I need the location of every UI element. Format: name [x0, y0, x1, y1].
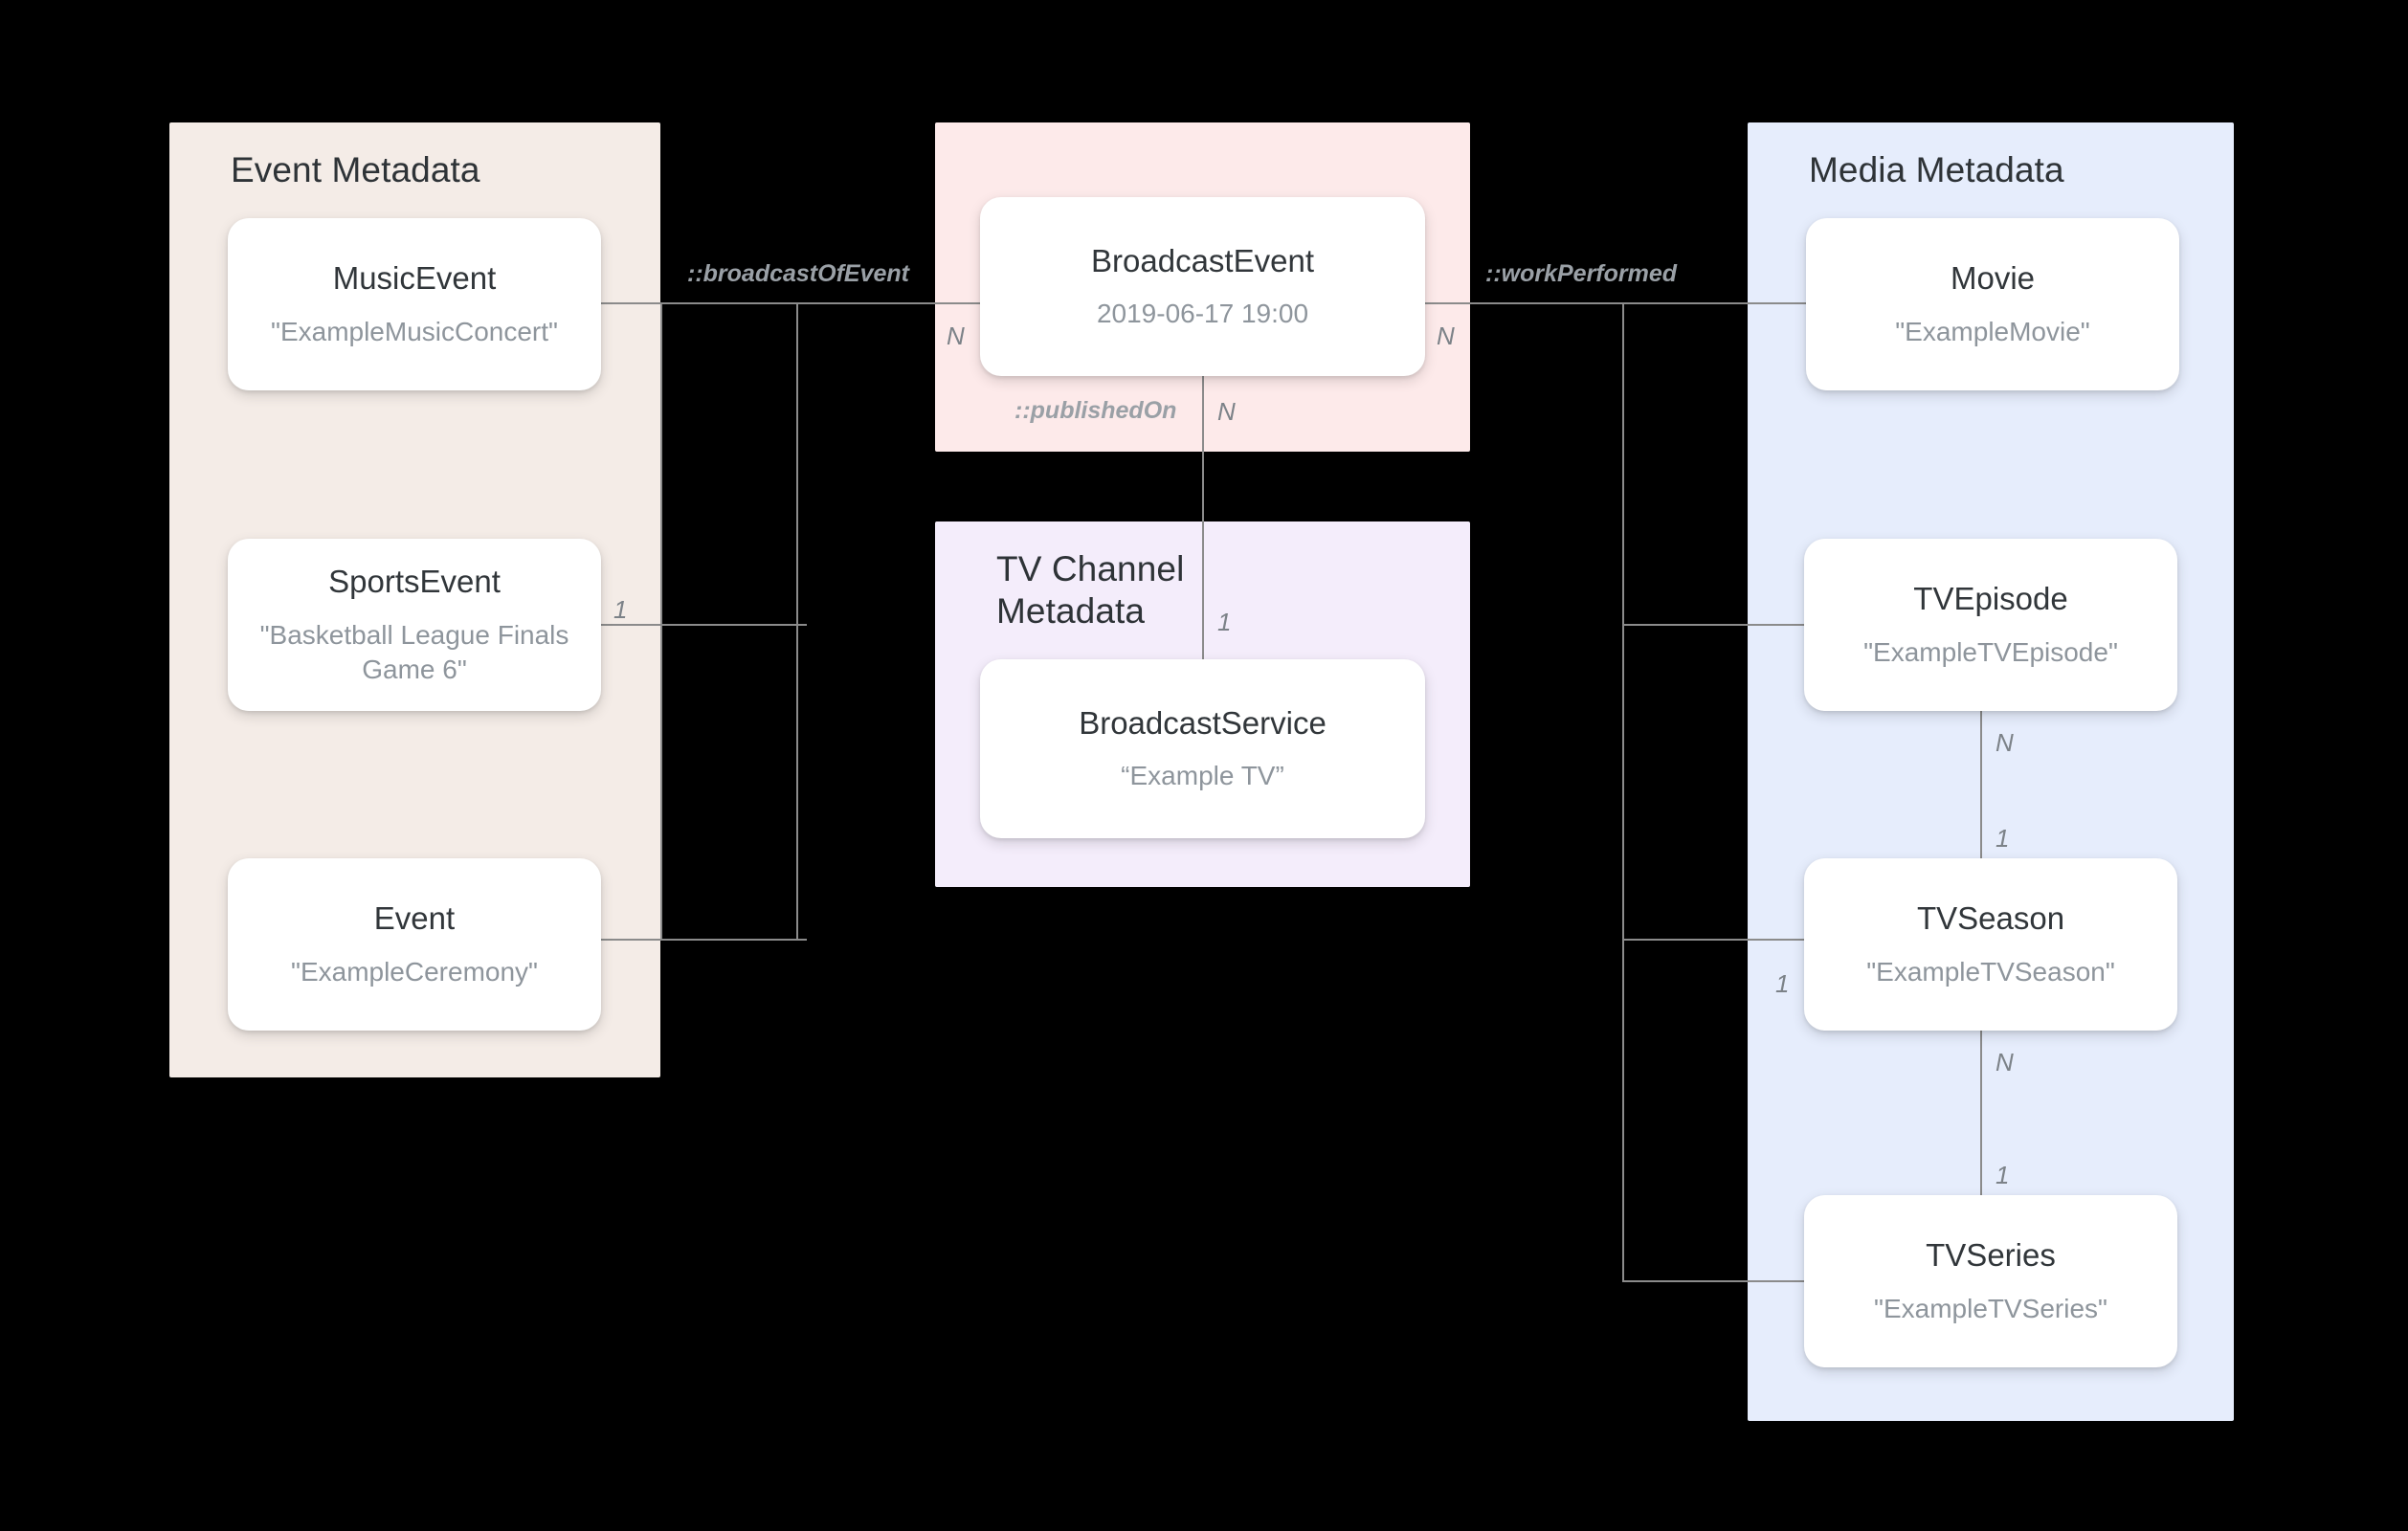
cardinality-card-tv-season-left-1: 1: [1775, 969, 1790, 998]
node-tv-season[interactable]: TVSeason "ExampleTVSeason": [1804, 858, 2177, 1031]
edge-season-series: [1980, 1031, 1982, 1195]
edge-event-to-bus: [601, 939, 807, 941]
node-value-sports-event: "Basketball League Finals Game 6": [259, 619, 569, 684]
node-value-music-event: "ExampleMusicConcert": [271, 316, 558, 346]
cardinality-card-tv-season-n: N: [1996, 1048, 2014, 1076]
node-music-event[interactable]: MusicEvent "ExampleMusicConcert": [228, 218, 601, 390]
node-sports-event[interactable]: SportsEvent "Basketball League Finals Gam…: [228, 539, 601, 711]
node-title-movie: Movie: [1950, 260, 2036, 297]
node-value-movie: "ExampleMovie": [1895, 316, 2090, 346]
cardinality-card-sports-event: 1: [613, 595, 628, 624]
node-title-tv-season: TVSeason: [1916, 900, 2065, 937]
edge-bus-to-episode: [1622, 624, 1806, 626]
edge-left-bus-b: [796, 302, 798, 939]
node-movie[interactable]: Movie "ExampleMovie": [1806, 218, 2179, 390]
node-title-tv-episode: TVEpisode: [1913, 581, 2068, 617]
edge-music-to-bus: [601, 302, 807, 304]
node-broadcast-service[interactable]: BroadcastService “Example TV”: [980, 659, 1425, 838]
edge-sports-to-bus: [601, 624, 807, 626]
node-event[interactable]: Event "ExampleCeremony": [228, 858, 601, 1031]
node-tv-series[interactable]: TVSeries "ExampleTVSeries": [1804, 1195, 2177, 1367]
cardinality-card-tv-episode-n: N: [1996, 728, 2014, 757]
node-title-tv-series: TVSeries: [1926, 1237, 2056, 1274]
edge-published-v: [1202, 376, 1204, 659]
relationship-label-work-performed: ::workPerformed: [1485, 260, 1678, 287]
cardinality-card-broadcast-event-left: N: [947, 322, 965, 350]
node-broadcast-event[interactable]: BroadcastEvent 2019-06-17 19:00: [980, 197, 1425, 376]
node-title-broadcast-event: BroadcastEvent: [1091, 242, 1314, 278]
cardinality-card-tv-series-1: 1: [1996, 1161, 2010, 1189]
cardinality-card-broadcast-service: 1: [1217, 608, 1232, 636]
node-title-sports-event: SportsEvent: [328, 564, 501, 600]
edge-right-bus: [1622, 302, 1624, 1280]
node-title-broadcast-service: BroadcastService: [1079, 704, 1327, 741]
edge-left-bus-a: [660, 302, 662, 939]
panel-title-tv-channel-metadata: TV Channel Metadata: [996, 549, 1185, 631]
edge-bus-to-broadcast: [796, 302, 983, 304]
node-tv-episode[interactable]: TVEpisode "ExampleTVEpisode": [1804, 539, 2177, 711]
node-value-tv-series: "ExampleTVSeries": [1874, 1293, 2107, 1323]
cardinality-card-tv-season-1: 1: [1996, 824, 2010, 853]
cardinality-card-broadcast-event-bottom: N: [1217, 397, 1236, 426]
node-value-tv-season: "ExampleTVSeason": [1866, 956, 2115, 987]
edge-episode-season: [1980, 711, 1982, 858]
node-value-broadcast-event: 2019-06-17 19:00: [1096, 299, 1309, 329]
edge-broadcast-to-right: [1425, 302, 1808, 304]
panel-title-event-metadata: Event Metadata: [231, 150, 480, 189]
cardinality-card-broadcast-event-right: N: [1437, 322, 1455, 350]
edge-bus-to-series: [1622, 1280, 1806, 1282]
node-title-event: Event: [373, 900, 456, 937]
node-value-broadcast-service: “Example TV”: [1121, 761, 1284, 791]
relationship-label-published-on: ::publishedOn: [1014, 397, 1177, 424]
relationship-label-broadcast-of-event: ::broadcastOfEvent: [687, 260, 909, 287]
node-title-music-event: MusicEvent: [332, 260, 497, 297]
node-value-tv-episode: "ExampleTVEpisode": [1863, 636, 2118, 667]
edge-bus-to-season: [1622, 939, 1806, 941]
panel-title-media-metadata: Media Metadata: [1809, 150, 2064, 189]
node-value-event: "ExampleCeremony": [291, 956, 538, 987]
